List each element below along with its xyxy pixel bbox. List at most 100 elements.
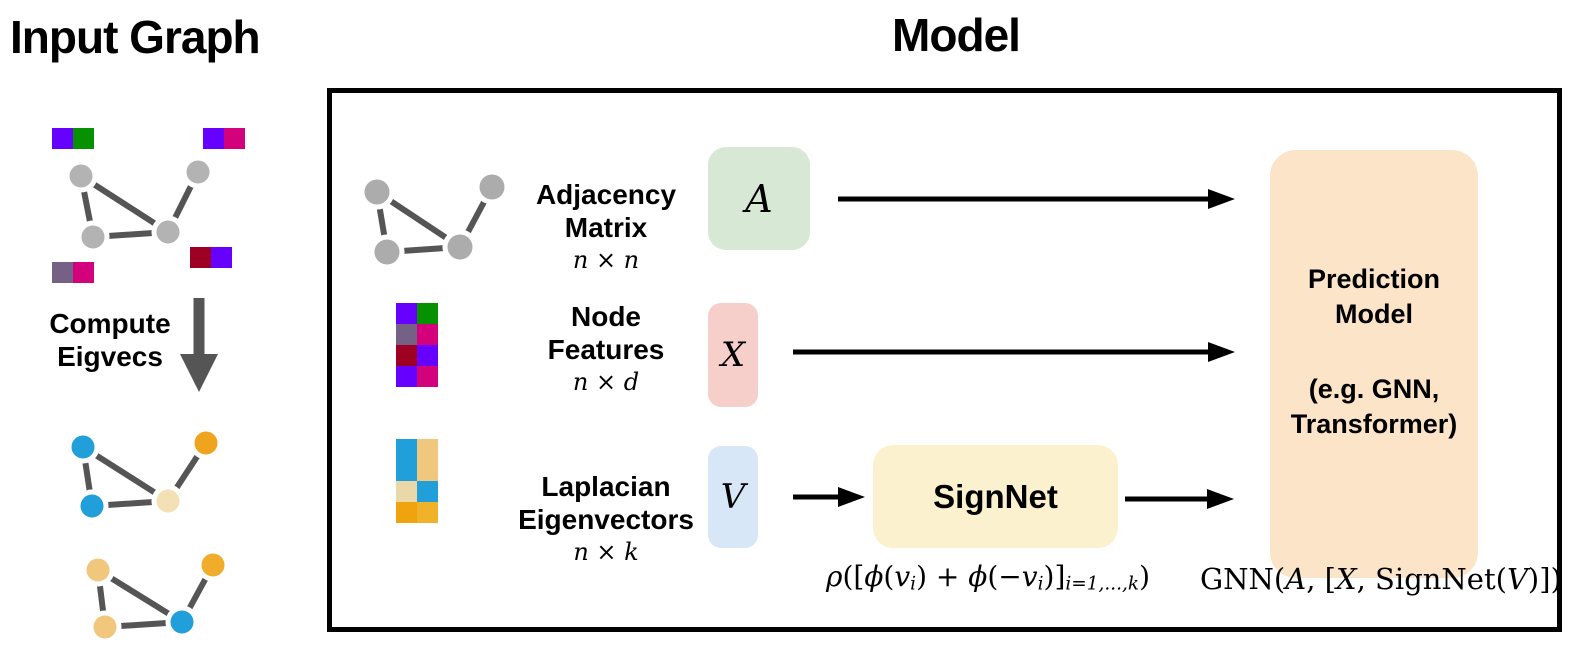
eigvec-label-block: Laplacian Eigenvectors n × k: [500, 470, 712, 566]
matrix-cell: [396, 502, 417, 523]
feature-square: [73, 128, 94, 149]
node-feature-squares: [52, 128, 245, 283]
adjacency-label-line1: Adjacency: [535, 179, 677, 210]
model-title: Model: [892, 9, 1021, 61]
prediction-label-line4: Transformer): [1290, 409, 1458, 439]
signnet-box: SignNet: [873, 445, 1118, 548]
graph-edge: [78, 173, 171, 235]
matrix-a-box: A: [708, 147, 810, 250]
matrix-a-symbol: A: [745, 176, 773, 221]
matrix-row: [396, 345, 438, 366]
arrow-head: [1208, 189, 1235, 209]
eigvec-graph-2: [81, 548, 230, 644]
matrix-row: [396, 303, 438, 324]
graph-node: [189, 426, 223, 460]
graph-node: [88, 610, 122, 644]
matrix-cell: [417, 324, 438, 345]
graph-node: [81, 553, 115, 587]
graph-node: [442, 229, 478, 265]
input-graph-title: Input Graph: [10, 11, 261, 63]
feature-square: [52, 128, 73, 149]
matrix-v-symbol: V: [720, 477, 746, 517]
matrix-cell: [417, 366, 438, 387]
graph-node: [474, 169, 510, 205]
matrix-cell: [396, 481, 417, 502]
eigvec-matrix-icon: [396, 439, 438, 523]
arrow-signnet-to-prediction: [1125, 489, 1234, 509]
feature-square: [224, 128, 245, 149]
adjacency-graph-icon: [359, 169, 510, 270]
down-arrow-head: [180, 354, 218, 392]
eigvec-graph-1: [66, 426, 223, 523]
signnet-label: SignNet: [933, 477, 1058, 515]
graph-node: [64, 159, 98, 193]
input-graph-icon: [52, 128, 245, 283]
gnn-formula: GNN(A, [X, SignNet(V)]): [1200, 562, 1562, 596]
graph-node: [76, 220, 110, 254]
feature-square: [52, 262, 73, 283]
matrix-cell: [417, 303, 438, 324]
arrow-x-to-prediction: [793, 342, 1235, 362]
graph-node: [151, 484, 185, 518]
matrix-row: [396, 366, 438, 387]
compute-label-line2: Eigvecs: [57, 341, 163, 372]
matrix-x-symbol: X: [720, 335, 746, 375]
graph-nodes: [64, 155, 215, 254]
node-features-label-block: Node Features n × d: [510, 300, 702, 396]
matrix-cell: [417, 502, 438, 523]
arrow-head: [1208, 342, 1235, 362]
feature-square: [211, 247, 232, 268]
graph-node: [369, 234, 405, 270]
graph-node: [359, 174, 395, 210]
adjacency-label-line2: Matrix: [564, 212, 648, 243]
matrix-x-box: X: [708, 303, 758, 407]
feature-square: [73, 262, 94, 283]
matrix-cell: [396, 345, 417, 366]
matrix-cell: [396, 439, 417, 481]
graph-edge: [80, 444, 171, 504]
graph-node: [75, 489, 109, 523]
prediction-label-line3: (e.g. GNN,: [1308, 374, 1440, 404]
matrix-column: [417, 439, 438, 523]
prediction-label-line1: Prediction: [1307, 264, 1441, 294]
signnet-formula: ρ([ϕ(vi) + ϕ(−vi)]i=1,...,k): [825, 560, 1150, 595]
arrow-v-to-signnet: [793, 487, 865, 507]
arrow-head: [838, 487, 865, 507]
matrix-cell: [417, 345, 438, 366]
matrix-cell: [396, 303, 417, 324]
compute-eigvecs-label: Compute Eigvecs: [35, 307, 185, 373]
matrix-column: [396, 439, 417, 523]
graph-node: [196, 548, 230, 582]
matrix-row: [396, 324, 438, 345]
node-features-label-line2: Features: [547, 334, 665, 365]
node-features-dims: n × d: [572, 368, 640, 396]
arrow-head: [1207, 489, 1234, 509]
graph-node: [151, 215, 185, 249]
prediction-label-line2: Model: [1335, 299, 1413, 329]
node-features-label-line1: Node: [571, 301, 641, 332]
feature-square: [203, 128, 224, 149]
prediction-label-gap: [1270, 332, 1478, 372]
adjacency-dims: n × n: [572, 246, 640, 274]
adjacency-label-block: Adjacency Matrix n × n: [510, 178, 702, 274]
graph-node: [165, 605, 199, 639]
eigvec-label-line1: Laplacian: [541, 471, 671, 502]
graph-nodes: [66, 426, 223, 523]
matrix-cell: [396, 324, 417, 345]
graph-node: [181, 155, 215, 189]
prediction-model-box: Prediction Model (e.g. GNN, Transformer): [1270, 150, 1478, 578]
matrix-cell: [417, 481, 438, 502]
arrow-a-to-prediction: [838, 189, 1235, 209]
graph-nodes: [359, 169, 510, 270]
matrix-cell: [396, 366, 417, 387]
model-box-border: [327, 88, 1562, 632]
node-features-matrix-icon: [396, 303, 438, 387]
feature-square: [190, 247, 211, 268]
matrix-cell: [417, 439, 438, 481]
compute-label-line1: Compute: [49, 308, 171, 339]
graph-nodes: [81, 548, 230, 644]
down-arrow-icon: [180, 298, 218, 392]
eigvec-dims: n × k: [573, 538, 639, 566]
graph-node: [66, 430, 100, 464]
